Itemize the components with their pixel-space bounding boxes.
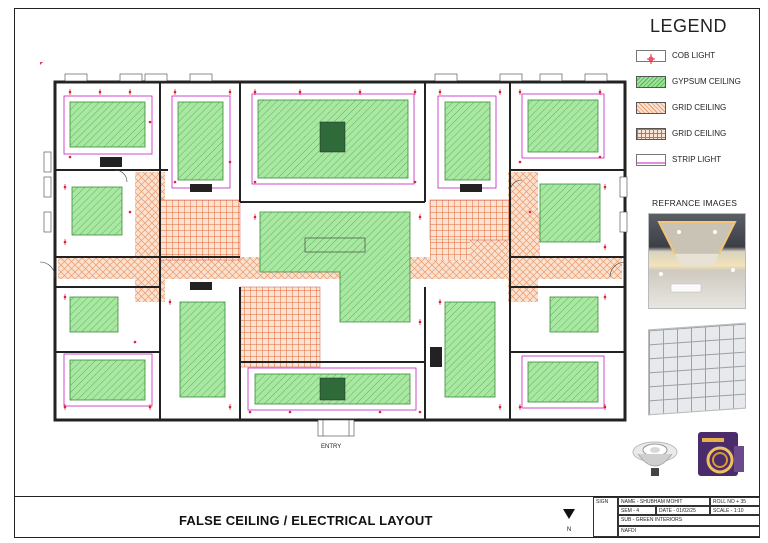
legend-item-grid-ceiling-square: GRID CEILING: [636, 128, 756, 142]
legend: LEGEND COB LIGHT GYPSUM CEILING GRID CEI…: [632, 16, 754, 186]
legend-item-strip-light: STRIP LIGHT: [636, 154, 756, 168]
cob-light-product-image: [628, 428, 682, 482]
title-block: FALSE CEILING / ELECTRICAL LAYOUT N SIGN…: [14, 496, 760, 538]
north-label: N: [567, 527, 571, 533]
grid-square-swatch: [636, 128, 666, 140]
sign-cell: SIGN: [593, 497, 618, 537]
legend-item-cob-light: COB LIGHT: [636, 50, 756, 64]
legend-title: LEGEND: [650, 16, 728, 36]
strip-light-swatch: [636, 154, 666, 166]
date-cell: DATE - 01/02/25: [656, 506, 710, 515]
scale-cell: SCALE - 1:10: [710, 506, 760, 515]
floor-plan: [40, 62, 628, 437]
sem-cell: SEM - 4: [618, 506, 656, 515]
drawing-title: FALSE CEILING / ELECTRICAL LAYOUT: [179, 513, 433, 528]
legend-label: GYPSUM CEILING: [672, 77, 741, 86]
subject-cell: SUB - GREEN INTERIORS: [618, 515, 760, 526]
grid-diagonal-swatch: [636, 102, 666, 114]
entry-label: ENTRY: [321, 444, 342, 450]
reference-images-title: REFRANCE IMAGES: [652, 198, 738, 208]
institute-cell: NAFDI: [618, 526, 760, 537]
title-block-info: SIGN NAME - SHUBHAM MOHIT ROLL NO + 35 S…: [593, 497, 760, 537]
legend-label: GRID CEILING: [672, 103, 727, 112]
kitchen-grid-ceiling: [159, 199, 241, 261]
legend-label: STRIP LIGHT: [672, 155, 722, 164]
legend-label: COB LIGHT: [672, 51, 716, 60]
cob-light-swatch: [636, 50, 666, 64]
legend-item-gypsum-ceiling: GYPSUM CEILING: [636, 76, 756, 90]
gypsum-swatch: [636, 76, 666, 88]
north-arrow-icon: N: [563, 509, 575, 533]
reference-image-grid-ceiling: [648, 322, 746, 416]
legend-label: GRID CEILING: [672, 129, 727, 138]
name-cell: NAME - SHUBHAM MOHIT: [618, 497, 710, 506]
reference-image-gypsum-ceiling: [648, 213, 746, 309]
roll-cell: ROLL NO + 35: [710, 497, 760, 506]
legend-item-grid-ceiling-diagonal: GRID CEILING: [636, 102, 756, 116]
strip-light-product-image: [694, 426, 748, 482]
